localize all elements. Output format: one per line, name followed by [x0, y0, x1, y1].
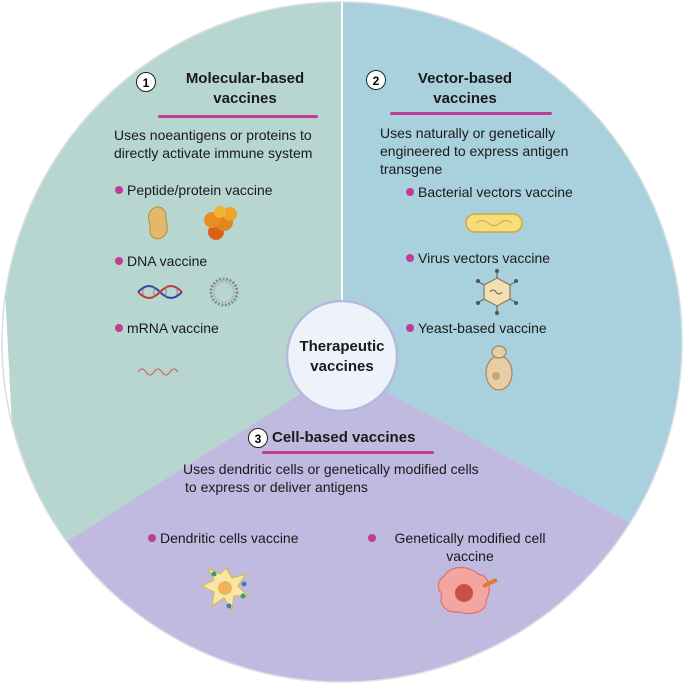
center-circle	[285, 299, 399, 413]
vector-number-badge: 2	[366, 70, 386, 90]
mrna-icon	[137, 368, 179, 376]
vector-title-underline	[390, 112, 552, 115]
bullet-icon	[148, 534, 156, 542]
virus-icon	[476, 269, 518, 315]
cell-number-badge: 3	[248, 428, 268, 448]
molecular-title: Molecular-based vaccines	[185, 70, 305, 107]
vector-item-virus: Virus vectors vaccine	[418, 250, 551, 266]
vector-sector	[342, 2, 682, 560]
molecular-item-peptide: Peptide/protein vaccine	[127, 182, 273, 198]
molecular-number-badge: 1	[136, 72, 156, 92]
molecular-title-underline	[158, 115, 318, 118]
dna-helix-icon	[137, 285, 183, 299]
molecular-item-mrna: mRNA vaccine	[127, 320, 219, 336]
cell-description: Uses dendritic cells or genetically modi…	[183, 461, 479, 495]
protein-icon	[204, 206, 237, 240]
bullet-icon	[115, 186, 123, 194]
bullet-icon	[115, 257, 123, 265]
vector-title: Vector-based vaccines	[417, 70, 513, 107]
bacterium-icon	[465, 213, 523, 233]
plasmid-icon	[209, 277, 239, 307]
cell-title: Cell-based vaccines	[272, 429, 416, 446]
vector-item-yeast: Yeast-based vaccine	[418, 320, 547, 336]
vector-item-bacterial: Bacterial vectors vaccine	[418, 184, 573, 200]
cell-title-underline	[262, 451, 434, 454]
molecular-item-dna: DNA vaccine	[127, 253, 208, 269]
bullet-icon	[406, 254, 414, 262]
peptide-icon	[147, 206, 168, 240]
cell-sector	[2, 368, 682, 682]
dendritic-cell-icon	[200, 566, 250, 612]
molecular-description: Uses noeantigens or proteins to directly…	[114, 127, 313, 161]
cell-item-dendritic: Dendritic cells vaccine	[160, 530, 299, 546]
yeast-icon	[485, 345, 513, 391]
bullet-icon	[368, 534, 376, 542]
center-title: Therapeutic vaccines	[299, 338, 385, 375]
vector-description: Uses naturally or genetically engineered…	[380, 125, 569, 177]
modified-cell-icon	[437, 566, 498, 615]
cell-item-modified: Genetically modified cell vaccine	[394, 530, 546, 564]
bullet-icon	[406, 188, 414, 196]
bullet-icon	[115, 324, 123, 332]
bullet-icon	[406, 324, 414, 332]
